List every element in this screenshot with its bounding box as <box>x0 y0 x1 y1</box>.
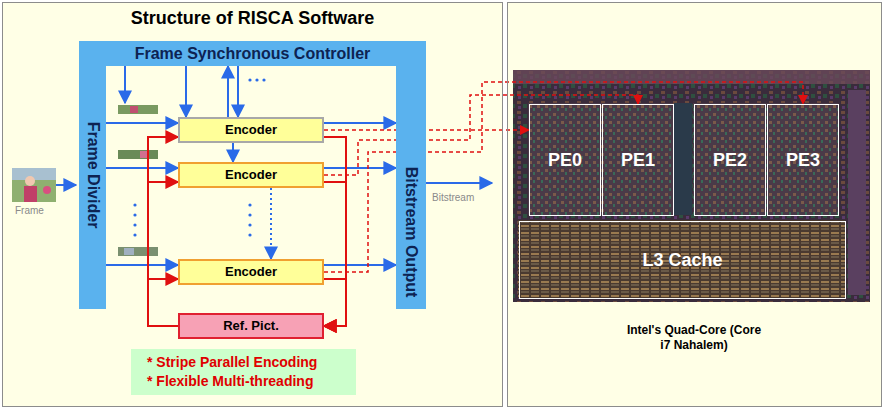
dot <box>248 203 251 206</box>
die-side-strip <box>848 90 866 295</box>
dot <box>133 203 136 206</box>
right-panel-ground <box>507 2 882 407</box>
flow-arrow <box>324 122 396 124</box>
mapping-arrow <box>324 95 638 175</box>
feature-note-box: * Stripe Parallel Encoding* Flexible Mul… <box>131 349 356 395</box>
flow-arrow <box>185 66 187 117</box>
chip-die-photo <box>513 70 870 302</box>
dot <box>133 233 136 236</box>
mapping-arrow <box>324 129 529 131</box>
stripe-detail <box>124 248 134 255</box>
stripe-thumbnail <box>118 105 158 114</box>
flow-arrow <box>324 137 346 326</box>
dot <box>133 213 136 216</box>
flow-label: Bitstream <box>432 192 474 203</box>
stripe-thumbnails <box>118 105 158 256</box>
flow-arrow <box>324 182 346 326</box>
die-center-strip <box>674 103 692 215</box>
dot <box>248 213 251 216</box>
box-label: PE1 <box>621 148 655 172</box>
controller-bar: Frame Synchronous Controller <box>79 41 426 66</box>
input-arrow <box>56 184 76 186</box>
flow-arrow <box>106 122 178 124</box>
cache-area <box>518 220 845 298</box>
feature-item: * Stripe Parallel Encoding <box>147 353 317 372</box>
ellipsis-dots <box>133 78 265 236</box>
flow-arrow <box>324 264 396 266</box>
chip-caption: Intel's Quad-Core (Core i7 Nahalem) <box>624 323 764 353</box>
box-label: Ref. Pict. <box>223 317 279 335</box>
flow-arrow <box>227 66 229 117</box>
die-body <box>513 70 870 302</box>
bar-label: Bitstream Output <box>402 167 420 298</box>
dot <box>255 78 258 81</box>
flow-arrow <box>106 264 178 266</box>
software-panel: Structure of RISCA SoftwareFrame Synchro… <box>2 2 503 407</box>
box-label: Frame Synchronous Controller <box>135 43 371 65</box>
core-box: PE2 <box>694 104 766 216</box>
stripe-detail <box>130 106 138 113</box>
stripe-thumbnail <box>118 247 158 256</box>
box-label: PE0 <box>548 148 582 172</box>
hardware-panel: Intel's Quad-Core (Core i7 Nahalem) PE0 PE… <box>507 2 882 407</box>
core-area <box>693 103 838 215</box>
box-label: Encoder <box>225 263 277 281</box>
dot <box>133 223 136 226</box>
flow-arrow <box>324 167 396 169</box>
feature-item: * Flexible Multi-threading <box>147 372 313 391</box>
box-label: Encoder <box>225 166 277 184</box>
box-label: Encoder <box>225 121 277 139</box>
flow-arrow <box>148 279 178 326</box>
cache-box: L3 Cache <box>519 221 846 299</box>
core-box: PE3 <box>767 104 839 216</box>
flow-arrow <box>232 143 234 162</box>
dot <box>262 78 265 81</box>
flow-arrow <box>148 182 178 326</box>
box-label: PE3 <box>786 148 820 172</box>
core-box: PE0 <box>529 104 601 216</box>
control-arrow <box>124 65 126 103</box>
core-box: PE1 <box>602 104 674 216</box>
photo-body <box>24 186 37 202</box>
photo-ground <box>12 168 56 202</box>
frame-photo <box>12 168 56 202</box>
box-label: PE2 <box>713 148 747 172</box>
flow-label: Frame <box>15 205 44 216</box>
flow-arrow <box>106 167 178 169</box>
dot <box>248 223 251 226</box>
encoder-box: Encoder <box>178 117 324 143</box>
stripe-thumbnail <box>118 150 158 159</box>
photo-flower <box>43 186 51 194</box>
flow-arrow <box>148 137 178 326</box>
divider-bar: Frame Divider <box>79 41 106 309</box>
bar-label: Frame Divider <box>84 122 102 229</box>
output-arrow <box>425 182 492 184</box>
core-area <box>528 103 673 215</box>
dot <box>248 233 251 236</box>
die-io-strip <box>513 70 870 84</box>
flow-arrow <box>237 66 239 117</box>
output-bar: Bitstream Output <box>396 41 426 309</box>
photo-face <box>25 176 35 186</box>
encoder-box: Encoder <box>178 259 324 285</box>
dot <box>248 78 251 81</box>
panel-title: Structure of RISCA Software <box>3 8 502 29</box>
flow-arrow <box>270 188 272 259</box>
left-panel-ground <box>2 2 503 407</box>
box-label: L3 Cache <box>642 248 722 272</box>
reference-picture-box: Ref. Pict. <box>178 313 324 339</box>
encoder-box: Encoder <box>178 162 324 188</box>
flow-arrow <box>324 279 346 326</box>
